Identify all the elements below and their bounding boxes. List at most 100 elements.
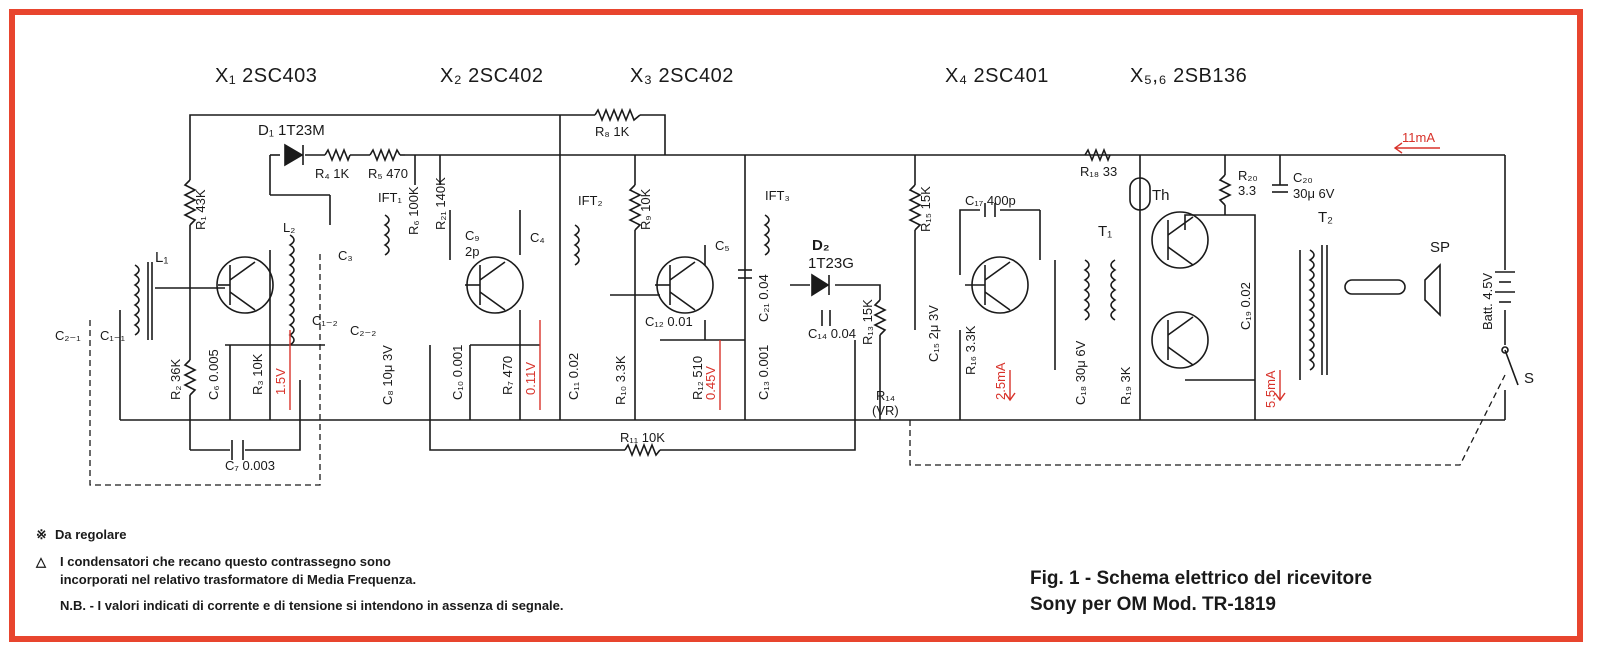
label-d1: D₁ 1T23M (258, 122, 325, 139)
label-c1-2: C₁₋₂ (312, 313, 338, 328)
diode-d2 (811, 273, 830, 297)
label-r4: R₄ 1K (315, 166, 350, 181)
resistor-r2 (183, 359, 197, 396)
label-c2-2: C₂₋₂ (350, 323, 376, 338)
diode-symbols (284, 143, 830, 297)
label-c9-value: 2p (465, 244, 479, 259)
transistor-x6-symbol (1151, 311, 1209, 369)
speaker-sp (1424, 263, 1441, 317)
coil-ift3 (763, 214, 770, 256)
coil-t1-secondary (1110, 259, 1117, 321)
label-r12: R₁₂ 510 (690, 356, 705, 400)
label-c4: C₄ (530, 230, 545, 245)
component-labels: D₁ 1T23M R₄ 1K R₅ 470 R₈ 1K R₁ 43K R₆ 10… (55, 122, 1534, 473)
label-c17: C₁₇ 400p (965, 193, 1016, 208)
note-asterisk: Da regolare (55, 527, 127, 542)
resistor-r11 (624, 442, 661, 458)
label-r18: R₁₈ 33 (1080, 164, 1117, 179)
label-c14: C₁₄ 0.04 (808, 326, 856, 341)
label-c9: C₉ (465, 228, 480, 243)
resistor-r15 (908, 184, 922, 231)
label-c1-1: C₁₋₁ (100, 328, 126, 343)
label-c11: C₁₁ 0.02 (566, 353, 581, 400)
speaker-cable (1344, 279, 1406, 295)
label-r16: R₁₆ 3.3K (963, 325, 978, 375)
label-th: Th (1152, 187, 1170, 204)
label-r11: R₁₁ 10K (620, 430, 665, 445)
label-c20: C₂₀ (1293, 170, 1313, 185)
label-x2: X₂ 2SC402 (440, 65, 543, 87)
label-l2: L₂ (283, 220, 295, 235)
label-i-total: 11mA (1402, 130, 1435, 145)
label-r3: R₃ 10K (250, 353, 265, 395)
label-v-x1: 1.5V (273, 368, 288, 395)
label-x1: X₁ 2SC403 (215, 65, 317, 87)
coil-l2 (288, 234, 295, 346)
note-nb: N.B. - I valori indicati di corrente e d… (60, 598, 564, 613)
label-r8: R₈ 1K (595, 124, 630, 139)
label-r2: R₂ 36K (168, 358, 183, 400)
resistor-symbols (183, 107, 1232, 458)
label-r20-value: 3.3 (1238, 183, 1256, 198)
switch-contact (1501, 346, 1509, 354)
resistor-r20 (1218, 174, 1232, 206)
label-c12: C₁₂ 0.01 (645, 314, 693, 329)
label-c8: C₈ 10μ 3V (380, 345, 395, 405)
label-v-x3: 0.45V (703, 366, 718, 400)
label-c21: C₂₁ 0.04 (756, 274, 771, 322)
diode-d1 (284, 143, 304, 167)
label-l1: L₁ (155, 249, 168, 266)
label-t1: T₁ (1098, 223, 1112, 240)
label-r9: R₉ 10K (638, 188, 653, 230)
coil-ift2 (573, 224, 580, 266)
label-x3: X₃ 2SC402 (630, 65, 734, 87)
label-ift1: IFT₁ (378, 190, 402, 205)
label-r5: R₅ 470 (368, 166, 408, 181)
coil-l1 (133, 264, 140, 336)
resistor-r5 (369, 147, 401, 163)
label-c20-value: 30μ 6V (1293, 186, 1335, 201)
note-triangle-line2: incorporati nel relativo trasformatore d… (60, 572, 416, 587)
label-r19: R₁₉ 3K (1118, 366, 1133, 405)
label-batt: Batt. 4.5V (1480, 273, 1495, 330)
label-r14: R₁₄ (876, 388, 895, 403)
switch-s (1504, 349, 1519, 386)
label-x4: X₄ 2SC401 (945, 65, 1049, 87)
label-r6: R₆ 100K (406, 186, 421, 235)
label-c5: C₅ (715, 238, 730, 253)
label-r13: R₁₃ 15K (860, 299, 875, 345)
label-r7: R₇ 470 (500, 356, 515, 395)
caption-line2: Sony per OM Mod. TR-1819 (1030, 594, 1276, 615)
label-ift2: IFT₂ (578, 193, 603, 208)
label-c18: C₁₈ 30μ 6V (1073, 340, 1088, 405)
coil-t1 (1083, 259, 1090, 321)
measurement-labels: 11mA 1.5V 0.11V 0.45V 2.5mA 5.5mA (273, 130, 1435, 408)
transistor-x1-symbol (216, 256, 274, 314)
resistor-r13 (873, 299, 887, 336)
transistor-symbols (216, 211, 1209, 369)
coil-t2 (1308, 249, 1315, 371)
label-c3: C₃ (338, 248, 353, 263)
label-c15: C₁₅ 2μ 3V (926, 305, 941, 362)
label-s: S (1524, 370, 1534, 387)
transistor-x5-symbol (1151, 211, 1209, 269)
label-x56: X₅,₆ 2SB136 (1130, 65, 1247, 87)
label-c7: C₇ 0.003 (225, 458, 275, 473)
label-ift3: IFT₃ (765, 188, 790, 203)
resistor-r9 (628, 184, 642, 231)
label-r20: R₂₀ (1238, 168, 1258, 183)
coil-symbols (133, 214, 1328, 375)
label-c19: C₁₉ 0.02 (1238, 282, 1253, 330)
transistor-labels: X₁ 2SC403 X₂ 2SC402 X₃ 2SC402 X₄ 2SC401 … (215, 65, 1247, 87)
label-c6: C₆ 0.005 (206, 349, 221, 400)
label-r21: R₂₁ 140K (433, 177, 448, 230)
label-i-x56: 5.5mA (1263, 370, 1278, 408)
label-t2: T₂ (1318, 209, 1333, 226)
note-triangle-line1: I condensatori che recano questo contras… (60, 554, 391, 569)
output-symbols (1129, 177, 1519, 386)
resistor-r8 (594, 107, 641, 123)
label-r1: R₁ 43K (193, 189, 208, 230)
label-d2-type: 1T23G (808, 255, 854, 272)
